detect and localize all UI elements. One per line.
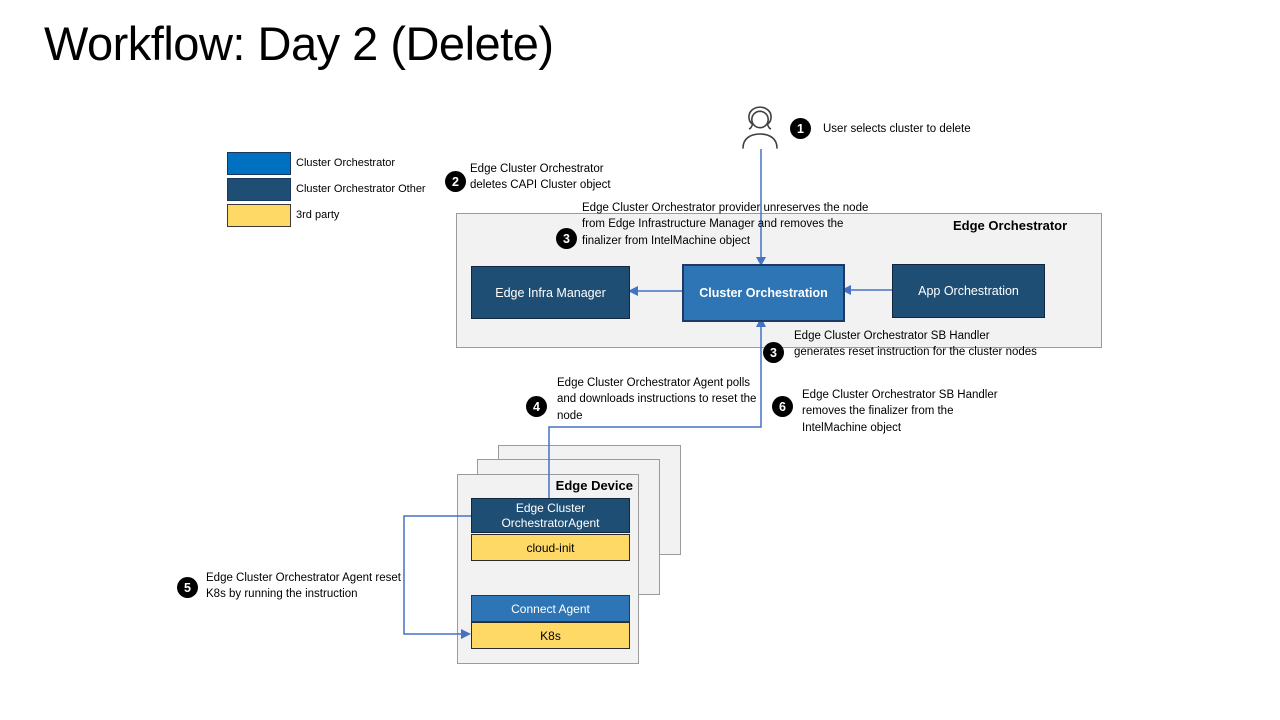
- step-3a-badge: 3: [556, 228, 577, 249]
- step-1-note: User selects cluster to delete: [823, 123, 971, 135]
- step-3b-badge: 3: [763, 342, 784, 363]
- step-5-note: Edge Cluster Orchestrator Agent reset K8…: [206, 572, 401, 601]
- legend-label-cluster-orchestrator-other: Cluster Orchestrator Other: [296, 183, 426, 195]
- step-3b-note: Edge Cluster Orchestrator SB Handler gen…: [794, 330, 1037, 359]
- connect-agent-node: Connect Agent: [471, 595, 630, 622]
- step-6-note: Edge Cluster Orchestrator SB Handler rem…: [802, 389, 998, 434]
- legend-swatch-cluster-orchestrator-other: [227, 178, 291, 201]
- edge-cluster-orchestrator-agent-node: Edge Cluster OrchestratorAgent: [471, 498, 630, 533]
- legend-swatch-cluster-orchestrator: [227, 152, 291, 175]
- step-4-badge: 4: [526, 396, 547, 417]
- legend-label-cluster-orchestrator: Cluster Orchestrator: [296, 157, 396, 169]
- page-title: Workflow: Day 2 (Delete): [44, 17, 554, 70]
- edge-device-label: Edge Device: [555, 478, 633, 493]
- legend-swatch-3rd-party: [227, 204, 291, 227]
- step-6-badge: 6: [772, 396, 793, 417]
- cloud-init-node: cloud-init: [471, 534, 630, 561]
- cluster-orchestration-node: Cluster Orchestration: [682, 264, 845, 322]
- edge-orchestrator-label: Edge Orchestrator: [953, 218, 1068, 233]
- edge-infra-manager-node: Edge Infra Manager: [471, 266, 630, 319]
- step-2-note: Edge Cluster Orchestrator deletes CAPI C…: [470, 163, 611, 192]
- step-5-badge: 5: [177, 577, 198, 598]
- app-orchestration-node: App Orchestration: [892, 264, 1045, 318]
- legend-label-3rd-party: 3rd party: [296, 209, 340, 221]
- step-2-badge: 2: [445, 171, 466, 192]
- user-icon: [737, 105, 783, 154]
- k8s-node: K8s: [471, 622, 630, 649]
- step-4-note: Edge Cluster Orchestrator Agent polls an…: [557, 377, 757, 422]
- step-1-badge: 1: [790, 118, 811, 139]
- step-3a-note: Edge Cluster Orchestrator provider unres…: [582, 202, 869, 247]
